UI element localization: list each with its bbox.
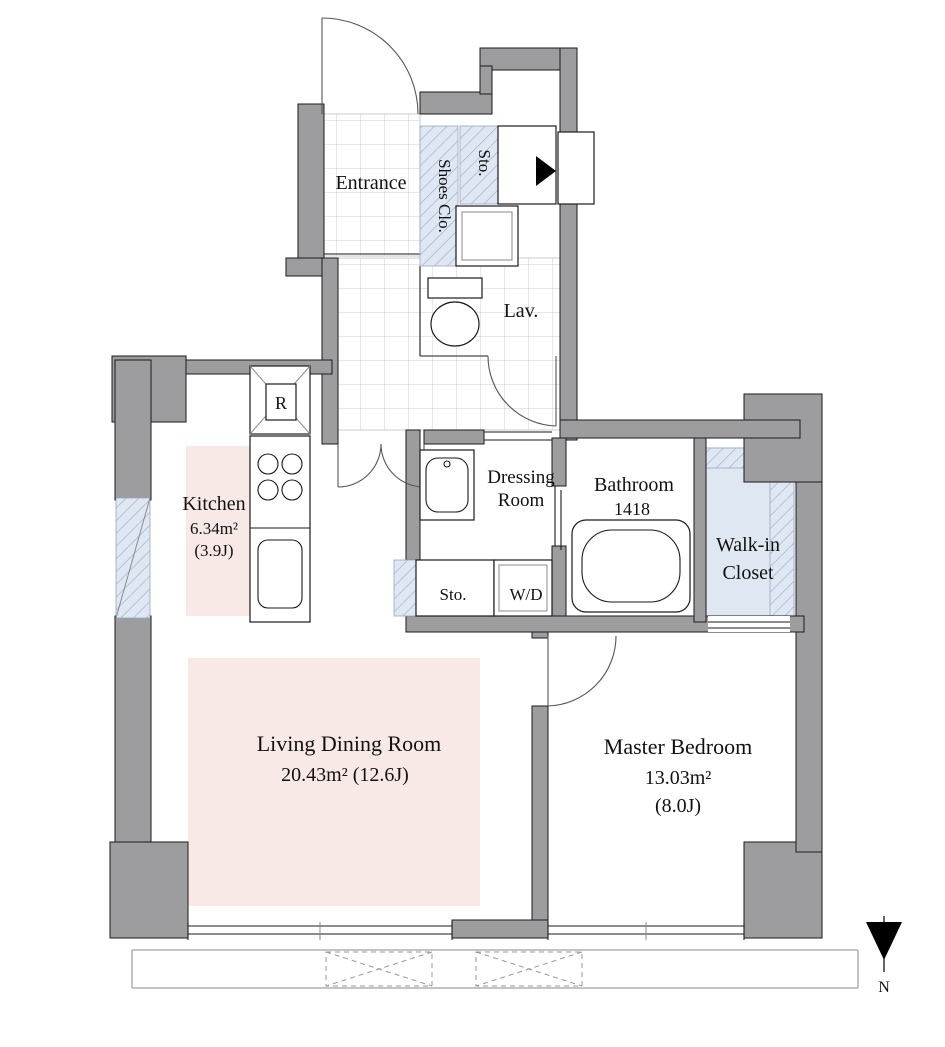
kitchen-area-m2: 6.34m²	[190, 519, 238, 538]
master-bedroom-area-m2: 13.03m²	[645, 767, 712, 789]
storage-dressing-label: Sto.	[440, 585, 467, 604]
north-label: N	[878, 979, 890, 996]
shoes-counter-inner	[461, 211, 513, 261]
bathroom-size: 1418	[614, 499, 650, 519]
shoes-counter	[455, 205, 519, 267]
meter-box	[557, 131, 595, 205]
balcony-sash-marker	[475, 951, 583, 987]
kitchen-counter	[249, 435, 311, 623]
kitchen-sink-icon	[257, 539, 303, 609]
kitchen-area-jo: (3.9J)	[194, 541, 233, 560]
shoes-closet-label: Shoes Clo.	[435, 159, 454, 233]
refrigerator-space	[249, 365, 311, 435]
living-dining-floor	[188, 658, 480, 906]
toilet-icon	[427, 277, 483, 347]
bathroom-label: Bathroom	[594, 474, 674, 496]
kitchen-floor	[186, 446, 250, 616]
shoes-closet-front	[419, 125, 459, 267]
storage-upper-front	[459, 125, 499, 205]
bedroom-door	[547, 635, 617, 707]
door-direction-icon	[536, 156, 556, 186]
living-dining-label: Living Dining Room	[257, 731, 442, 756]
dressing-room-label-1: Dressing	[487, 467, 555, 488]
balcony	[131, 949, 859, 989]
living-dining-area: 20.43m² (12.6J)	[281, 764, 409, 786]
bathroom-sliding-door	[554, 486, 562, 550]
washer-dryer-label: W/D	[509, 585, 542, 604]
washer-dryer-box	[493, 559, 553, 617]
stove-burners-icon	[257, 453, 303, 501]
lavatory-door	[487, 355, 557, 427]
walls	[109, 47, 823, 939]
kitchen-label: Kitchen	[182, 493, 245, 515]
washbasin-icon	[419, 449, 475, 521]
dressing-room-label-2: Room	[498, 490, 545, 511]
walk-in-closet-sliding-door	[708, 616, 790, 632]
bathtub-icon	[571, 519, 691, 613]
fixtures	[249, 125, 691, 623]
entrance-floor-tiles	[323, 113, 421, 257]
entrance-door	[321, 17, 419, 115]
dressing-sliding-door	[484, 431, 552, 441]
lavatory-partition	[419, 266, 488, 357]
walk-in-closet-label-2: Closet	[722, 562, 774, 584]
kitchen-side-window	[115, 497, 151, 619]
balcony-sash-marker	[325, 951, 433, 987]
lavatory-label: Lav.	[504, 300, 539, 322]
master-bedroom-label: Master Bedroom	[604, 734, 752, 759]
entrance-label: Entrance	[335, 172, 406, 194]
refrigerator-label: R	[275, 393, 287, 413]
windows-and-openings	[115, 253, 859, 989]
labels: Entrance Shoes Clo. Sto. Lav. R Kitchen …	[182, 150, 780, 817]
walk-in-closet-label-1: Walk-in	[716, 534, 780, 556]
living-window	[187, 922, 453, 940]
bedroom-window	[547, 922, 745, 940]
north-arrow-icon: N	[866, 916, 902, 996]
storage-folding-door	[393, 559, 417, 617]
storage-dressing-box	[415, 559, 495, 617]
doors	[321, 17, 617, 707]
storage-upper-label: Sto.	[475, 150, 494, 177]
master-bedroom-area-jo: (8.0J)	[655, 795, 701, 817]
